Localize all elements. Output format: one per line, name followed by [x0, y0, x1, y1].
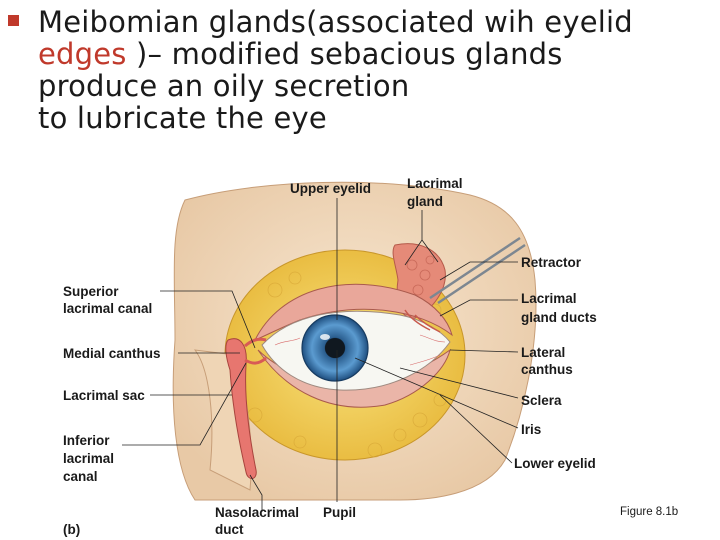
- label-inferior-3: canal: [63, 469, 98, 484]
- gland-lobules: [406, 255, 435, 296]
- label-nasolacrimal-2: duct: [215, 522, 244, 537]
- square-bullet-icon: [8, 15, 19, 26]
- panel-label: (b): [63, 522, 80, 537]
- label-sclera: Sclera: [521, 393, 562, 408]
- label-lower-eyelid: Lower eyelid: [514, 456, 596, 471]
- label-inferior-1: Inferior: [63, 433, 110, 448]
- retractor-tool: [429, 236, 526, 305]
- figure-caption: Figure 8.1b: [620, 506, 678, 518]
- label-pupil: Pupil: [323, 505, 356, 520]
- label-nasolacrimal-1: Nasolacrimal: [215, 505, 299, 520]
- bullet-text: Meibomian glands(associated wih eyelid e…: [38, 6, 712, 134]
- label-lacrimal-ducts-1: Lacrimal: [521, 291, 577, 306]
- bullet-line-3: produce an oily secretion: [38, 69, 410, 103]
- leader-lines: [122, 198, 519, 512]
- bullet-line-4: to lubricate the eye: [38, 101, 327, 135]
- label-lacrimal-gland-1: Lacrimal: [407, 176, 463, 191]
- eye-highlight: [320, 334, 330, 340]
- sclera-vessels: [274, 334, 446, 366]
- label-lacrimal-ducts-2: gland ducts: [521, 310, 597, 325]
- bullet-point: Meibomian glands(associated wih eyelid e…: [8, 6, 712, 134]
- label-superior-1: Superior: [63, 284, 119, 299]
- pupil-shape: [325, 338, 345, 358]
- label-lateral-1: Lateral: [521, 345, 565, 360]
- eye-anatomy-figure: Upper eyelid Lacrimal gland Retractor La…: [63, 176, 678, 537]
- label-retractor: Retractor: [521, 255, 582, 270]
- label-upper-eyelid: Upper eyelid: [290, 181, 371, 196]
- label-lacrimal-sac: Lacrimal sac: [63, 388, 145, 403]
- gland-ducts: [404, 309, 441, 333]
- lacrimal-canals: [244, 337, 267, 365]
- label-lateral-2: canthus: [521, 362, 573, 377]
- label-superior-2: lacrimal canal: [63, 301, 152, 316]
- label-inferior-2: lacrimal: [63, 451, 114, 466]
- label-medial-canthus: Medial canthus: [63, 346, 161, 361]
- bullet-line-2-rest: )– modified sebacious glands: [136, 37, 563, 71]
- label-iris: Iris: [521, 422, 541, 437]
- label-lacrimal-gland-2: gland: [407, 194, 443, 209]
- bullet-line-2: edges )– modified sebacious glands: [38, 38, 712, 70]
- bullet-line-1: Meibomian glands(associated wih eyelid: [38, 5, 633, 39]
- highlight-text: edges: [38, 37, 137, 71]
